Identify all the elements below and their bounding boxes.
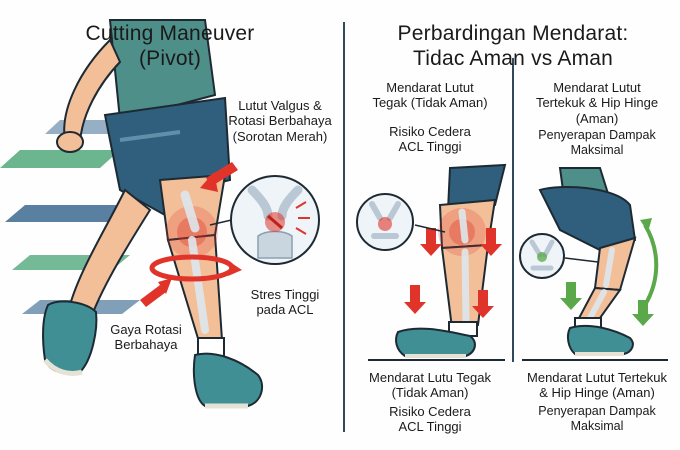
unsafe-bottom-heading: Mendarat Lutu Tegak (Tidak Aman) (352, 370, 508, 401)
unsafe-bottom-risk-line-2: ACL Tinggi (398, 419, 462, 435)
unsafe-bottom-heading-line-2: (Tidak Aman) (391, 385, 469, 401)
valgus-label-line-3: (Sorotan Merah) (232, 128, 328, 144)
acl-zoom-inset (209, 175, 320, 265)
unsafe-risk: Risiko Cedera ACL Tinggi (365, 124, 495, 155)
safe-benefit-line-1: Penyerapan Dampak (538, 128, 656, 142)
safe-bottom-benefit-line-1: Penyerapan Dampak (538, 404, 656, 418)
safe-bottom-heading-line-2: & Hip Hinge (Aman) (539, 385, 655, 401)
rotation-force-line-2: Berbahaya (114, 337, 178, 353)
unsafe-risk-line-1: Risiko Cedera (389, 124, 471, 139)
valgus-label: Lutut Valgus & Rotasi Berbahaya (Sorotan… (218, 98, 342, 144)
acl-stress-line-2: pada ACL (256, 302, 314, 318)
unsafe-risk-line-2: ACL Tinggi (398, 139, 462, 155)
safe-heading-line-1: Mendarat Lutut (553, 80, 641, 95)
acl-stress-label: Stres Tinggi pada ACL (240, 287, 330, 318)
safe-bottom-heading: Mendarat Lutut Tertekuk & Hip Hinge (Ama… (516, 370, 678, 401)
unsafe-bottom-risk-line-1: Risiko Cedera (389, 404, 471, 419)
comparison-divider (512, 58, 514, 362)
valgus-label-line-2: Rotasi Berbahaya (228, 113, 332, 129)
unsafe-bottom-risk: Risiko Cedera ACL Tinggi (365, 404, 495, 435)
right-title-line-1: Perbardingan Mendarat: (397, 22, 629, 45)
left-title-line-1: Cutting Maneuver (85, 22, 255, 45)
unsafe-landing-figure (356, 163, 507, 361)
unsafe-heading: Mendarat Lutut Tegak (Tidak Aman) (355, 80, 505, 111)
left-panel-title: Cutting Maneuver (Pivot) (60, 22, 280, 72)
rotation-ring (149, 254, 242, 282)
rotation-force-line-1: Gaya Rotasi (110, 322, 182, 337)
safe-heading-line-3: (Aman) (575, 110, 619, 126)
safe-bottom-benefit: Penyerapan Dampak Maksimal (522, 404, 672, 434)
force-arrows-left (140, 162, 238, 307)
unsafe-heading-line-2: Tegak (Tidak Aman) (372, 95, 488, 111)
safe-benefit: Penyerapan Dampak Maksimal (522, 128, 672, 158)
right-panel-title: Perbardingan Mendarat: Tidac Aman vs Ama… (358, 22, 668, 72)
acl-stress-line-1: Stres Tinggi (250, 287, 320, 302)
safe-benefit-line-2: Maksimal (570, 142, 624, 157)
safe-bottom-heading-line-1: Mendarat Lutut Tertekuk (527, 370, 667, 385)
safe-heading-line-2: Tertekuk & Hip Hinge (535, 95, 659, 111)
valgus-label-line-1: Lutut Valgus & (238, 98, 322, 113)
panel-divider (343, 22, 345, 432)
unsafe-heading-line-1: Mendarat Lutut (386, 80, 474, 95)
right-title-line-2: Tidac Aman vs Aman (412, 46, 614, 70)
unsafe-bottom-heading-line-1: Mendarat Lutu Tegak (369, 370, 491, 385)
rotation-force-label: Gaya Rotasi Berbahaya (96, 322, 196, 353)
safe-landing-figure (519, 167, 668, 361)
safe-heading: Mendarat Lutut Tertekuk & Hip Hinge (Ama… (518, 80, 676, 126)
runner-figure (42, 19, 264, 409)
left-title-line-2: (Pivot) (138, 46, 202, 70)
safe-bottom-benefit-line-2: Maksimal (570, 418, 624, 433)
